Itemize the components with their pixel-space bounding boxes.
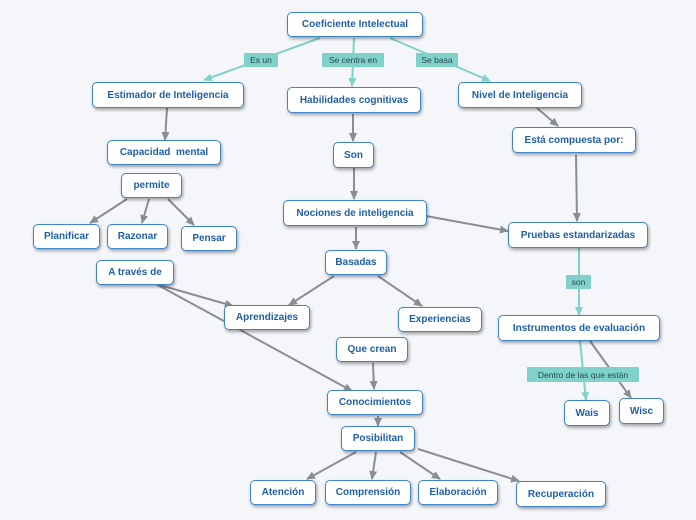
link-label-se-centra-en: Se centra en [322, 53, 384, 67]
arrow-basadas-aprendizajes [288, 275, 335, 306]
arrow-posibilitan-comprension [369, 451, 378, 480]
arrow-posibilitan-recuperacion [417, 448, 520, 483]
node-wisc[interactable]: Wisc [619, 398, 664, 424]
node-elaboracion[interactable]: Elaboración [418, 480, 498, 505]
link-label-se-basa: Se basa [416, 53, 458, 67]
node-conocimientos[interactable]: Conocimientos [327, 390, 423, 415]
node-planificar[interactable]: Planificar [33, 224, 100, 249]
node-basadas[interactable]: Basadas [325, 250, 387, 275]
node-wais[interactable]: Wais [564, 400, 610, 426]
arrow-nivel-compuesta [536, 107, 559, 127]
arrow-atraves-conocimientos [155, 283, 353, 392]
node-experiencias[interactable]: Experiencias [398, 307, 482, 332]
node-coeficiente-intelectual[interactable]: Coeficiente Intelectual [287, 12, 423, 37]
arrow-basadas-experiencias [377, 275, 423, 307]
arrow-permite-razonar [140, 198, 150, 224]
node-capacidad-mental[interactable]: Capacidad mental [107, 140, 221, 165]
node-a-traves-de[interactable]: A través de [96, 260, 174, 285]
arrow-posibilitan-atencion [306, 451, 357, 480]
arrow-compuesta-pruebas [572, 154, 581, 222]
arrow-nociones-pruebas [425, 215, 509, 234]
node-que-crean[interactable]: Que crean [336, 337, 408, 362]
node-estimador-de-inteligencia[interactable]: Estimador de Inteligencia [92, 82, 244, 108]
node-comprension[interactable]: Comprensión [325, 480, 411, 505]
arrow-permite-pensar [167, 198, 195, 226]
node-permite[interactable]: permite [121, 173, 182, 198]
node-instrumentos-de-evaluacion[interactable]: Instrumentos de evaluación [498, 315, 660, 341]
node-posibilitan[interactable]: Posibilitan [341, 426, 415, 451]
link-label-son: son [566, 275, 591, 289]
node-pensar[interactable]: Pensar [181, 226, 237, 251]
node-recuperacion[interactable]: Recuperación [516, 481, 606, 507]
arrow-atraves-aprendizajes [155, 283, 234, 308]
arrow-estimador-capacidad [161, 107, 170, 141]
arrow-posibilitan-elaboracion [399, 451, 441, 480]
node-aprendizajes[interactable]: Aprendizajes [224, 305, 310, 330]
node-nivel-de-inteligencia[interactable]: Nivel de Inteligencia [458, 82, 582, 108]
node-razonar[interactable]: Razonar [107, 224, 168, 249]
arrow-permite-planificar [89, 198, 128, 224]
link-label-dentro: Dentro de las que están [527, 367, 639, 382]
node-pruebas-estandarizadas[interactable]: Pruebas estandarizadas [508, 222, 648, 248]
node-esta-compuesta-por[interactable]: Está compuesta por: [512, 127, 636, 153]
link-label-es-un: Es un [244, 53, 278, 67]
arrow-quecrean-conocimientos [369, 362, 378, 390]
node-habilidades-cognitivas[interactable]: Habilidades cognitivas [287, 87, 421, 113]
node-atencion[interactable]: Atención [250, 480, 316, 505]
node-nociones-de-inteligencia[interactable]: Nociones de inteligencia [283, 200, 427, 226]
node-son[interactable]: Son [333, 142, 374, 168]
